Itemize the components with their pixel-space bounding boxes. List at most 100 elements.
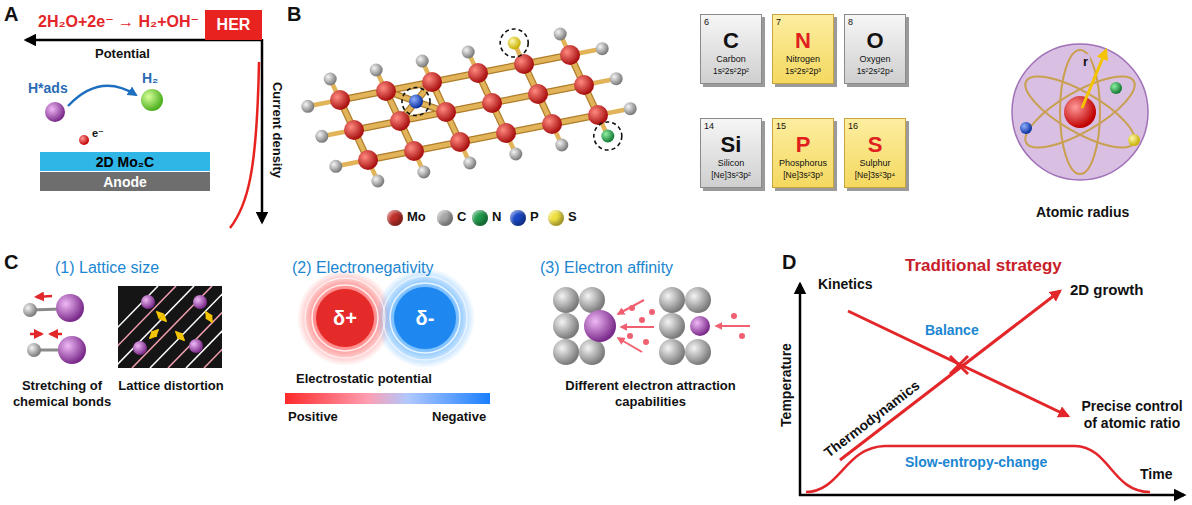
- dopant-marker: [500, 29, 528, 57]
- illustration-part: [1012, 44, 1148, 180]
- caption-label: Lattice distortion: [115, 378, 227, 394]
- element-cell: 15PPhosphorus[Ne]3s²3p³: [772, 118, 834, 188]
- balance-label: Balance: [925, 322, 979, 339]
- figure-label: Atomic radius: [1036, 204, 1129, 221]
- electron-config: [Ne]3s²3p³: [783, 169, 823, 181]
- edge-atom: [315, 130, 328, 143]
- panel-letter: A: [4, 2, 18, 26]
- charge-circle: δ+: [316, 289, 374, 347]
- element-name: Silicon: [718, 157, 745, 169]
- illustration-part: [23, 303, 37, 317]
- illustration-part: [1082, 50, 1106, 108]
- illustration-part: [118, 286, 158, 368]
- edge-atom: [329, 160, 342, 173]
- element-cell: 16SSulphur[Ne]3s²3p⁴: [844, 118, 906, 188]
- atomic-number: 15: [776, 121, 786, 132]
- mo-atom: [422, 72, 442, 92]
- illustration-part: [390, 283, 460, 353]
- illustration-part: [618, 300, 644, 314]
- legend-text: C: [457, 209, 466, 225]
- dopant-marker: [402, 88, 430, 116]
- mo-atom: [436, 102, 456, 122]
- section-title: Traditional strategy: [905, 256, 1062, 276]
- edge-atom: [624, 102, 637, 115]
- illustration-part: [690, 316, 710, 336]
- illustration-part: [206, 312, 212, 322]
- mo-atom: [588, 105, 608, 125]
- trend-label: Kinetics: [818, 276, 872, 293]
- illustration-part: [312, 285, 378, 351]
- electron-config: 1s²2s²2p²: [713, 65, 749, 77]
- illustration-part: [643, 339, 649, 345]
- illustration-part: [1110, 82, 1122, 94]
- atomic-number: 7: [776, 17, 781, 28]
- illustration-part: [840, 291, 1060, 460]
- illustration-part: [659, 339, 685, 365]
- mo-atom: [574, 75, 594, 95]
- legend-text: Mo: [407, 209, 426, 225]
- illustration-part: [950, 356, 968, 374]
- trend-label: Thermodynamics: [821, 377, 923, 461]
- illustration-part: [168, 286, 222, 368]
- legend-swatch: [472, 210, 488, 226]
- mo-atom: [330, 90, 350, 110]
- illustration-part: [141, 295, 155, 309]
- edge-atom: [554, 28, 567, 41]
- node-text: δ-: [416, 307, 435, 330]
- electron-config: [Ne]3s²3p²: [711, 169, 751, 181]
- illustration-part: [579, 339, 605, 365]
- electron-config: [Ne]3s²3p⁴: [855, 169, 896, 181]
- section-title: (1) Lattice size: [55, 258, 159, 277]
- edge-atom: [463, 157, 476, 170]
- illustration-part: [685, 339, 711, 365]
- illustration-part: [1128, 134, 1140, 146]
- mo-atom: [514, 54, 534, 74]
- node-text: 2D Mo₂C: [96, 154, 154, 170]
- illustration-part: [193, 295, 207, 309]
- element-name: Oxygen: [859, 53, 890, 65]
- illustration-part: [157, 312, 166, 321]
- mo-atom: [496, 123, 516, 143]
- legend-swatch: [548, 210, 564, 226]
- illustration-part: [56, 294, 84, 322]
- edge-atom: [610, 72, 623, 85]
- atomic-number: 8: [848, 17, 853, 28]
- mo-atom: [358, 150, 378, 170]
- mo-atom: [376, 81, 396, 101]
- mo-atom: [404, 141, 424, 161]
- illustration-part: [1020, 122, 1032, 134]
- electron-config: 1s²2s²2p³: [785, 65, 821, 77]
- illustration-part: [204, 286, 222, 368]
- illustration-part: [285, 393, 490, 404]
- mo-atom: [344, 120, 364, 140]
- edge-atom: [301, 100, 314, 113]
- illustration-part: [50, 333, 62, 336]
- element-symbol: S: [868, 132, 883, 157]
- illustration-part: [383, 276, 467, 360]
- illustration-part: [36, 296, 52, 297]
- mo-atom: [450, 132, 470, 152]
- radius-label: r: [1081, 54, 1090, 70]
- illustration-part: [553, 313, 579, 339]
- mo-atom: [560, 45, 580, 65]
- species-label: H₂: [142, 70, 158, 87]
- atomic-number: 16: [848, 121, 858, 132]
- legend-text: P: [530, 209, 539, 225]
- element-symbol: Si: [721, 132, 742, 157]
- illustration-part: [261, 39, 264, 222]
- illustration-part: [301, 28, 636, 188]
- panel-letter: B: [287, 2, 301, 26]
- element-symbol: N: [795, 28, 811, 53]
- element-name: Nitrogen: [786, 53, 820, 65]
- outcome-label: 2D growth: [1070, 281, 1143, 299]
- edge-atom: [508, 37, 521, 50]
- illustration-part: [627, 333, 633, 339]
- illustration-part: [79, 135, 89, 145]
- element-symbol: P: [796, 132, 811, 157]
- panel-letter: C: [4, 250, 18, 274]
- species-label: H*ads: [28, 80, 68, 97]
- axis-label: Time: [1140, 466, 1172, 483]
- charge-circle: δ-: [394, 287, 456, 349]
